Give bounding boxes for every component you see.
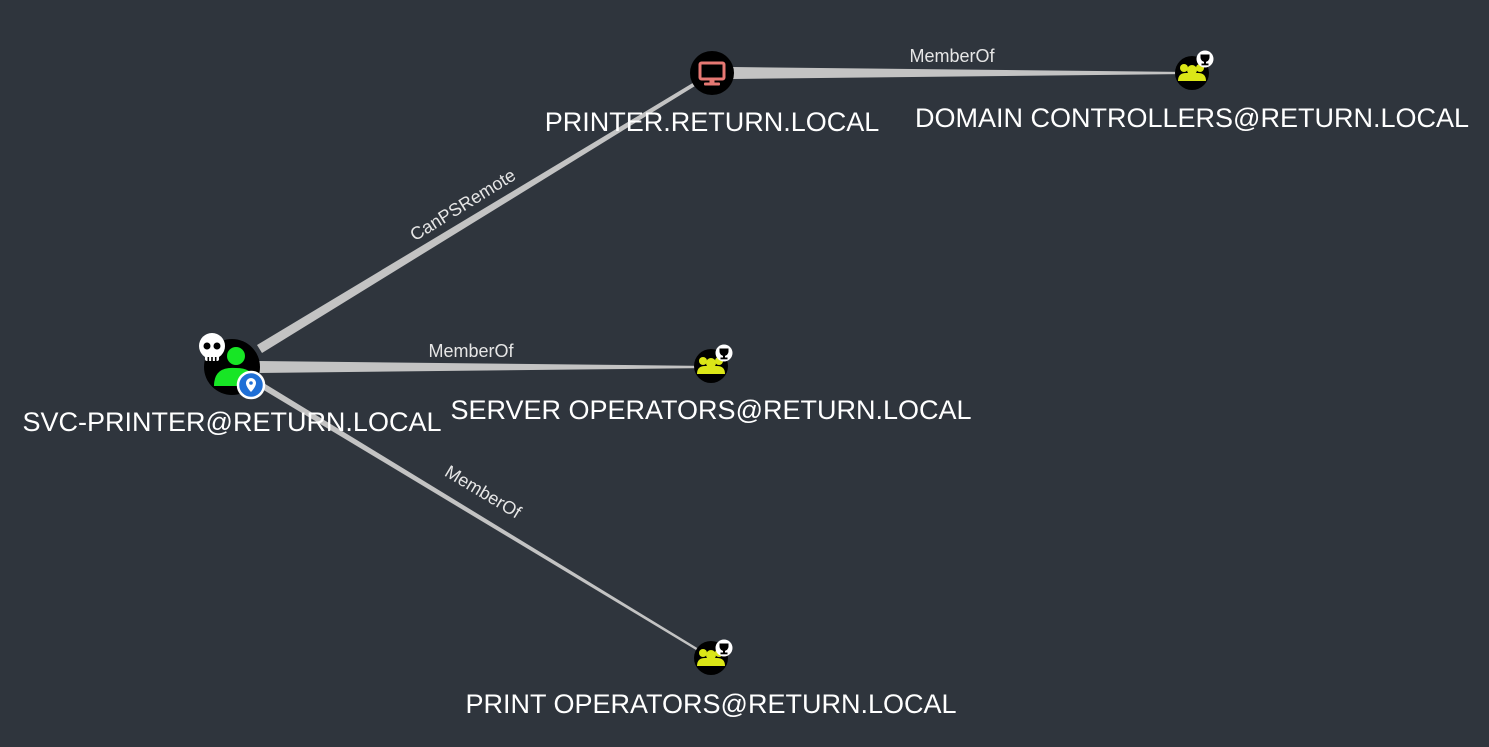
edge-label: MemberOf [428,341,514,361]
node-label: PRINTER.RETURN.LOCAL [545,107,880,137]
node-label: PRINT OPERATORS@RETURN.LOCAL [466,689,957,719]
group-icon [1178,64,1206,81]
edge-memberof-domain-controllers[interactable]: MemberOf [733,46,1190,79]
edge-label: MemberOf [441,461,525,522]
node-label: SERVER OPERATORS@RETURN.LOCAL [450,395,971,425]
edge-line [257,379,712,659]
edge-line [733,67,1190,79]
high-value-icon [1196,50,1214,68]
high-value-icon [715,344,733,362]
group-icon [697,649,725,666]
edge-line [257,75,708,353]
edge-label: CanPSRemote [407,165,520,245]
skull-owned-icon [199,333,225,361]
edge-memberof-server-operators[interactable]: MemberOf [258,341,712,373]
node-svc-printer[interactable]: SVC-PRINTER@RETURN.LOCAL [23,333,442,437]
node-server-operators[interactable]: SERVER OPERATORS@RETURN.LOCAL [450,344,972,426]
group-icon [697,357,725,374]
node-printer-computer[interactable]: PRINTER.RETURN.LOCAL [545,51,880,137]
node-circle [690,51,734,95]
edge-line [258,361,712,373]
node-label: SVC-PRINTER@RETURN.LOCAL [23,407,442,437]
monitor-icon [698,61,726,86]
node-label: DOMAIN CONTROLLERS@RETURN.LOCAL [915,103,1469,133]
edge-label: MemberOf [909,46,995,66]
node-domain-controllers[interactable]: DOMAIN CONTROLLERS@RETURN.LOCAL [915,50,1469,134]
high-value-icon [715,639,733,657]
node-print-operators[interactable]: PRINT OPERATORS@RETURN.LOCAL [466,639,957,720]
location-pin-icon [236,370,266,400]
